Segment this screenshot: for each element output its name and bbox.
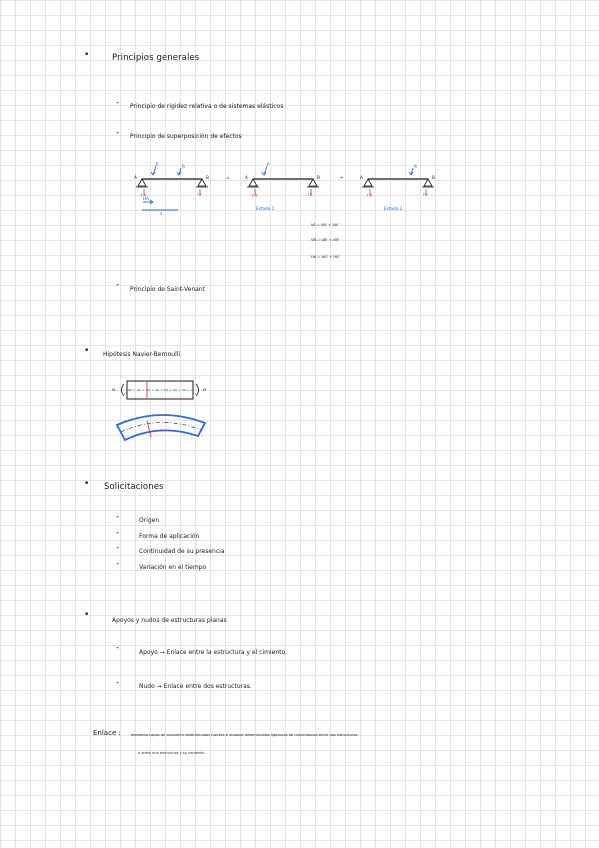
label-p: P (156, 162, 159, 167)
dash-icon: - (116, 643, 120, 653)
equation-va: VA = VA¹ + VA² (311, 223, 339, 227)
item-nudo: Nudo → Enlace entre dos estructuras. (139, 683, 252, 690)
item-apoyo: Apoyo → Enlace entre la estructura y el … (139, 649, 287, 656)
bullet-icon: • (84, 346, 90, 356)
item-continuidad: Continuidad de su presencia (139, 548, 225, 555)
label-p-2: P (267, 162, 270, 167)
bullet-icon: • (84, 50, 90, 60)
section-title-solicitaciones: Solicitaciones (104, 482, 164, 492)
dash-icon: - (116, 559, 120, 569)
label-r: R (182, 164, 185, 169)
estado-2-label: Estado 2 (384, 206, 403, 211)
label-ra-2: ↑A (251, 193, 258, 198)
label-b-2: B (317, 175, 320, 180)
label-a-3: A (360, 175, 363, 180)
label-ha: HA (143, 196, 150, 201)
label-rb-2: ↑B (307, 193, 313, 197)
equals-sign: = (226, 175, 230, 180)
enlace-text-line2: o entre una estructura y su cimiento. (138, 751, 205, 755)
label-ra: ↑A (140, 193, 147, 198)
bullet-icon: • (84, 479, 90, 489)
label-m-right: M (203, 388, 207, 392)
enlace-label: Enlace : (93, 729, 121, 737)
equation-vb: VB = VB¹ + VB² (311, 238, 340, 242)
dash-icon: - (116, 528, 120, 538)
section-title-principios: Principios generales (112, 53, 200, 63)
label-b-3: B (432, 175, 435, 180)
item-superposicion: Principio de superposición de efectos (130, 133, 242, 140)
enlace-text-line1: elemento capaz de transmitir determinada… (131, 733, 358, 737)
label-rb: ↑B (196, 193, 202, 197)
bullet-icon: • (84, 610, 90, 620)
item-forma: Forma de aplicación (139, 533, 200, 540)
label-x: x (160, 211, 163, 216)
label-m-left: M (112, 388, 116, 392)
item-saint-venant: Principio de Saint-Venant (130, 286, 205, 293)
dash-icon: - (116, 98, 120, 108)
plus-sign: + (340, 175, 344, 180)
item-rigidez: Principio de rigidez relativa o de siste… (130, 103, 284, 110)
label-b: B (206, 175, 209, 180)
dash-icon: - (116, 678, 120, 688)
label-r-3: R (414, 164, 417, 169)
section-title-hipotesis: Hipótesis Navier-Bernoulli (103, 351, 181, 358)
dash-icon: - (116, 512, 120, 522)
dash-icon: - (116, 280, 120, 290)
section-title-apoyos: Apoyos y nudos de estructuras planas (112, 617, 227, 624)
dash-icon: - (116, 543, 120, 553)
dash-icon: - (116, 128, 120, 138)
item-origen: Origen (139, 517, 160, 524)
label-rb-3: ↑B (422, 193, 428, 197)
item-variacion: Variación en el tiempo (139, 564, 207, 571)
label-a-2: A (245, 175, 248, 180)
label-a: A (134, 175, 137, 180)
equation-ha: HA = HA¹ + HA² (311, 255, 340, 259)
label-ra-3: ↑A (366, 193, 373, 198)
estado-1-label: Estado 1 (256, 206, 275, 211)
